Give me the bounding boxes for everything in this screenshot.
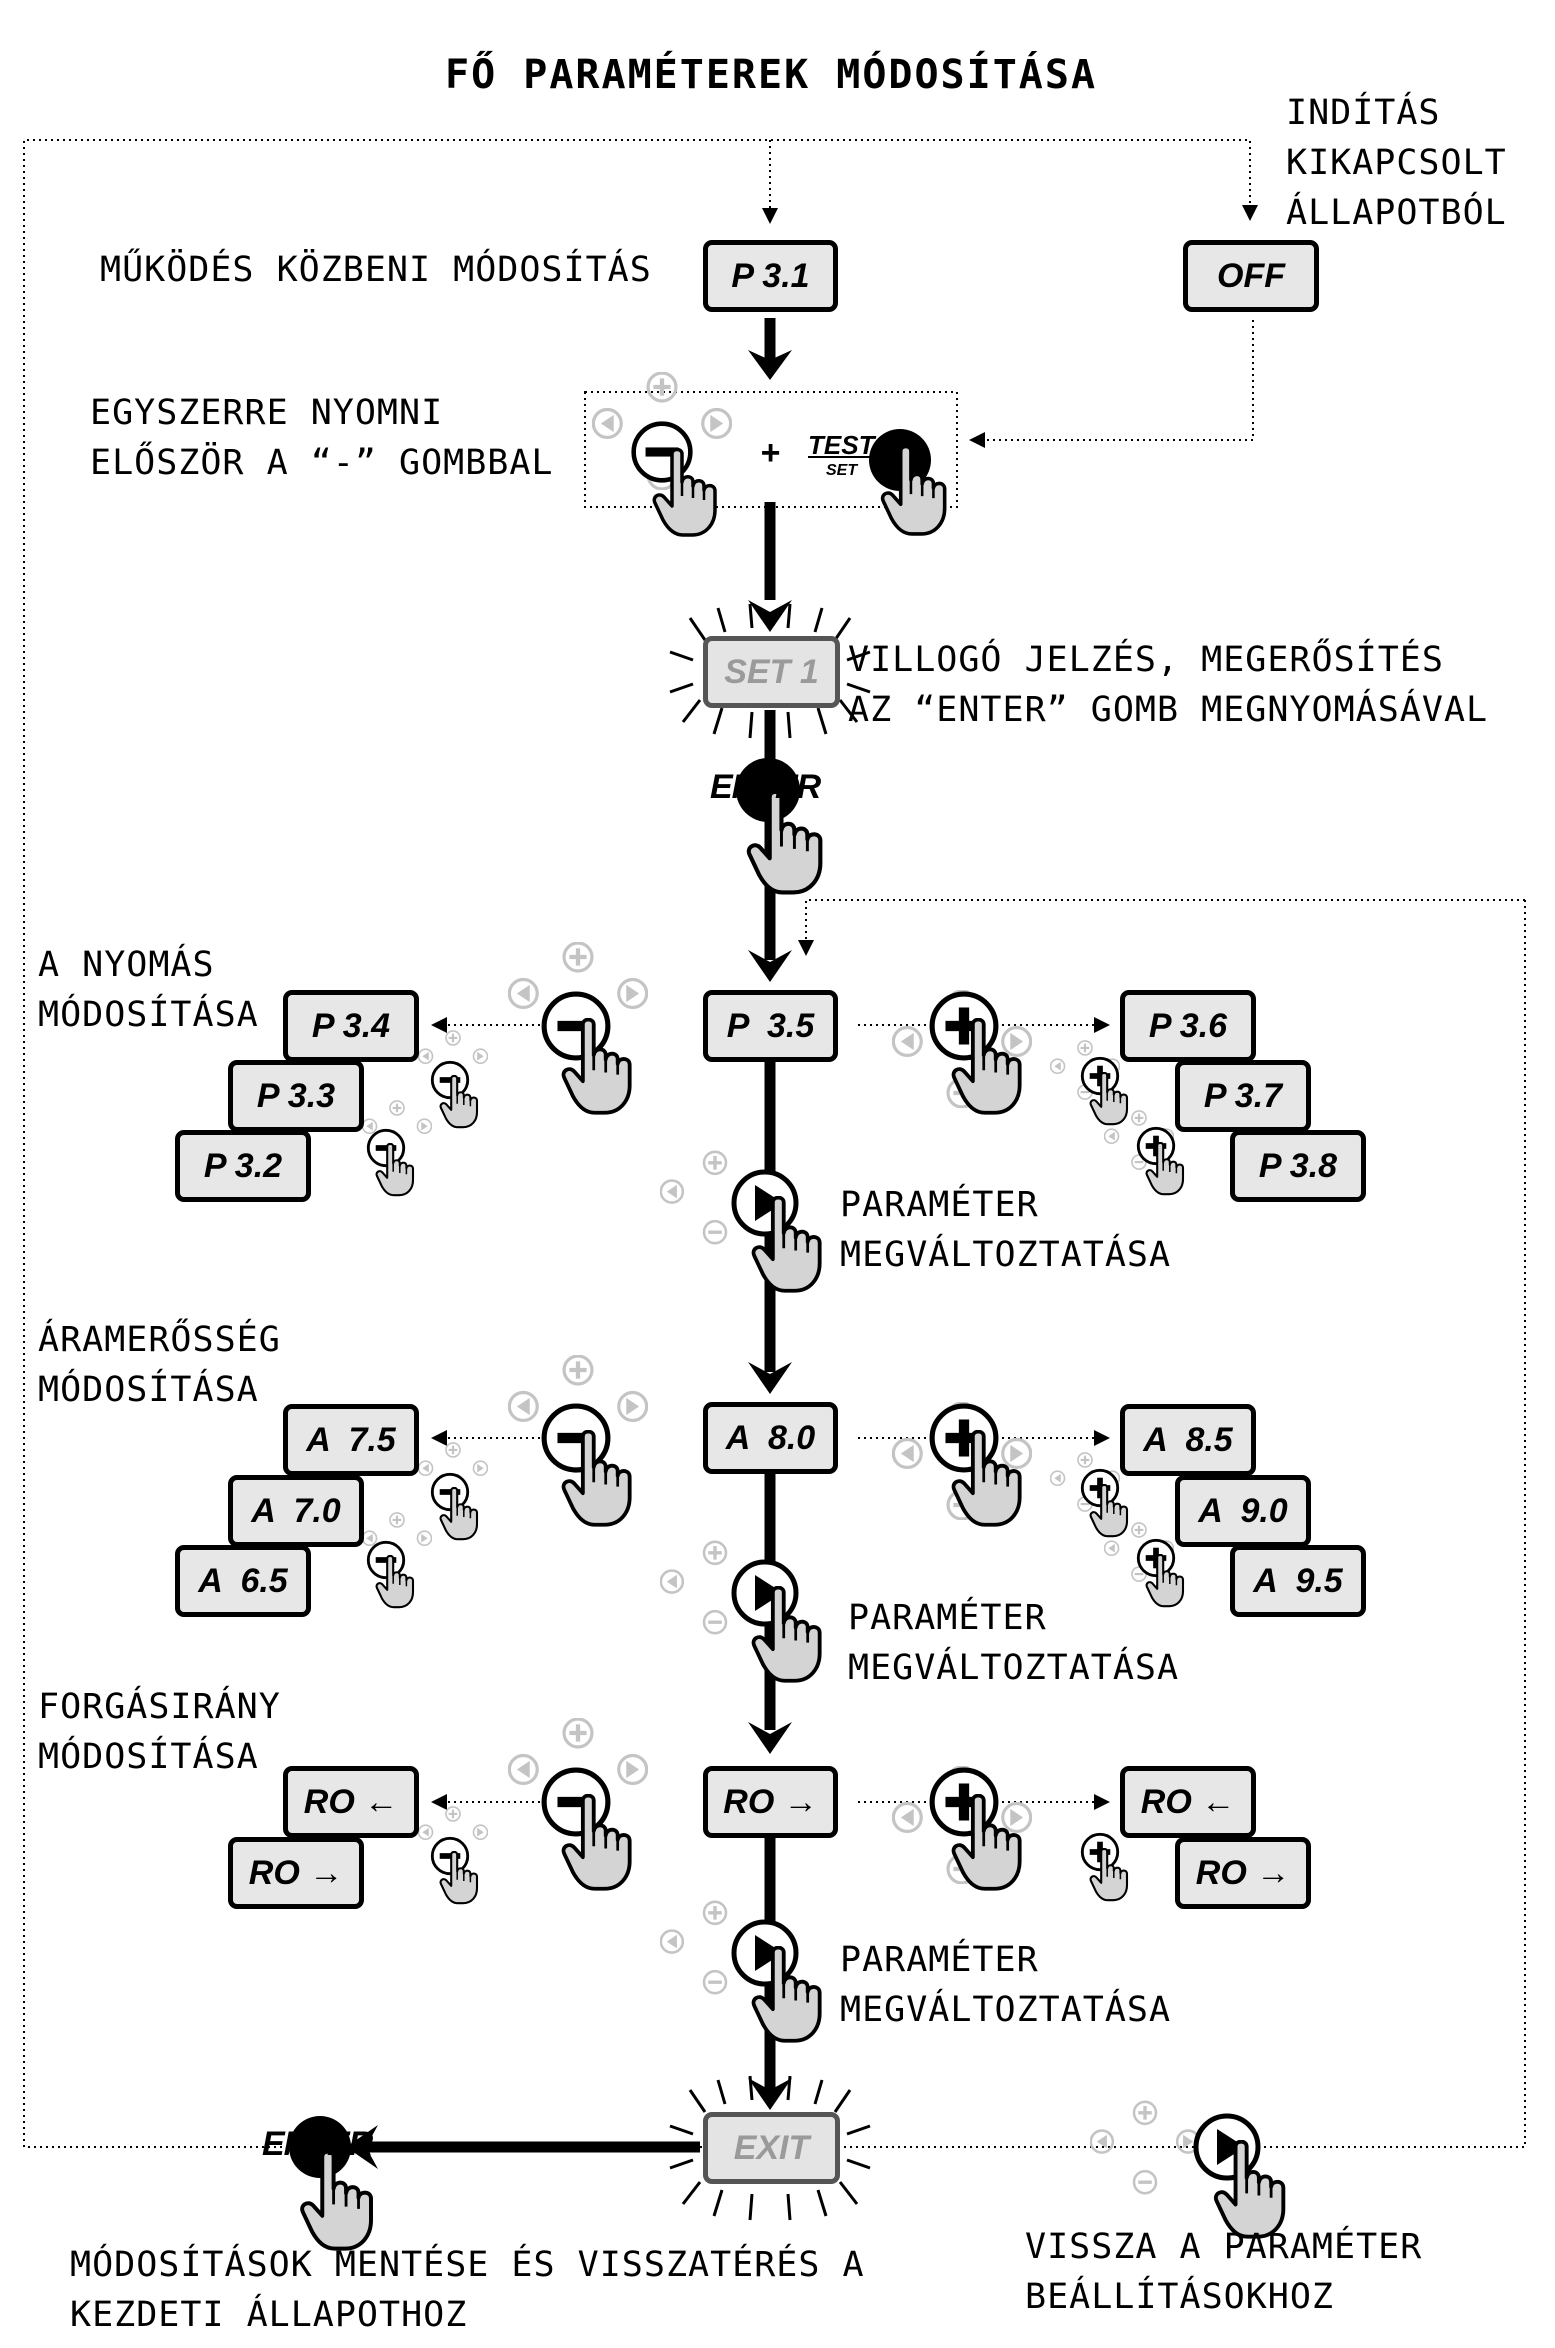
display-set1: SET 1 [703,636,840,708]
plus-key-icon [1080,1468,1120,1508]
display-a85: A 8.5 [1120,1404,1256,1476]
enter-key-label: ENTER [710,768,821,806]
display-p35: P 3.5 [703,990,838,1062]
display-ro-main: RO → [703,1766,838,1838]
page-title: FŐ PARAMÉTEREK MÓDOSÍTÁSA [445,52,1098,98]
plus-key-icon [1136,1538,1176,1578]
enter-key-icon [736,758,800,822]
display-a75: A 7.5 [283,1404,419,1476]
start-off-label: INDÍTÁS KIKAPCSOLT ÁLLAPOTBÓL [1286,93,1507,233]
set-key-label: SET [826,462,858,479]
display-ro-right-b: RO → [1175,1837,1311,1909]
display-p38: P 3.8 [1230,1130,1366,1202]
display-p36: P 3.6 [1120,990,1256,1062]
back-to-settings-label: VISSZA A PARAMÉTER BEÁLLÍTÁSOKHOZ [1025,2227,1423,2317]
dotted-arrowheads [431,205,1258,1810]
blink-confirm-label: VILLOGÓ JELZÉS, MEGERŐSÍTÉS AZ “ENTER” G… [848,640,1489,730]
enter-key-label: ENTER [262,2125,373,2163]
next-param-key-icon [734,1172,796,1234]
press-together-label: EGYSZERRE NYOMNI ELŐSZÖR A “-” GOMBBAL [90,393,554,483]
display-ro-right-a: RO ← [1120,1766,1256,1838]
running-edit-label: MŰKÖDÉS KÖZBENI MÓDOSÍTÁS [100,250,652,290]
display-off: OFF [1183,240,1319,312]
rotation-edit-label: FORGÁSIRÁNY MÓDOSÍTÁSA [38,1687,281,1777]
param-change-label-2: PARAMÉTER MEGVÁLTOZTATÁSA [848,1598,1180,1688]
test-key-label: TEST [808,430,875,460]
set1-blink-rays [669,603,871,739]
next-param-key-icon [734,1562,796,1624]
plus-key-icon [1136,1126,1176,1166]
display-p33: P 3.3 [228,1060,364,1132]
save-return-label: MÓDOSÍTÁSOK MENTÉSE ÉS VISSZATÉRÉS A KEZ… [70,2245,865,2335]
display-p34: P 3.4 [283,990,419,1062]
pressure-edit-label: A NYOMÁS MÓDOSÍTÁSA [38,945,259,1035]
display-ro-left-a: RO ← [283,1766,419,1838]
display-p32: P 3.2 [175,1130,311,1202]
plus-key-icon [1080,1056,1120,1096]
exit-blink-rays [669,2075,871,2221]
display-p31: P 3.1 [703,240,838,312]
display-a70: A 7.0 [228,1475,364,1547]
next-param-key-icon [1196,2116,1258,2178]
display-a80: A 8.0 [703,1402,838,1474]
plus-key-icon [1080,1832,1120,1872]
param-change-label-1: PARAMÉTER MEGVÁLTOZTATÁSA [840,1185,1172,1275]
display-a90: A 9.0 [1175,1475,1311,1547]
plus-sign: + [760,434,781,472]
display-a95: A 9.5 [1230,1545,1366,1617]
display-a65: A 6.5 [175,1545,311,1617]
key-combo-box [584,391,958,508]
param-change-label-3: PARAMÉTER MEGVÁLTOZTATÁSA [840,1940,1172,2030]
next-param-key-icon [734,1922,796,1984]
display-exit: EXIT [703,2112,840,2184]
main-flow-arrowheads [346,350,792,2169]
current-edit-label: ÁRAMERŐSSÉG MÓDOSÍTÁSA [38,1320,281,1410]
display-ro-left-b: RO → [228,1837,364,1909]
display-p37: P 3.7 [1175,1060,1311,1132]
